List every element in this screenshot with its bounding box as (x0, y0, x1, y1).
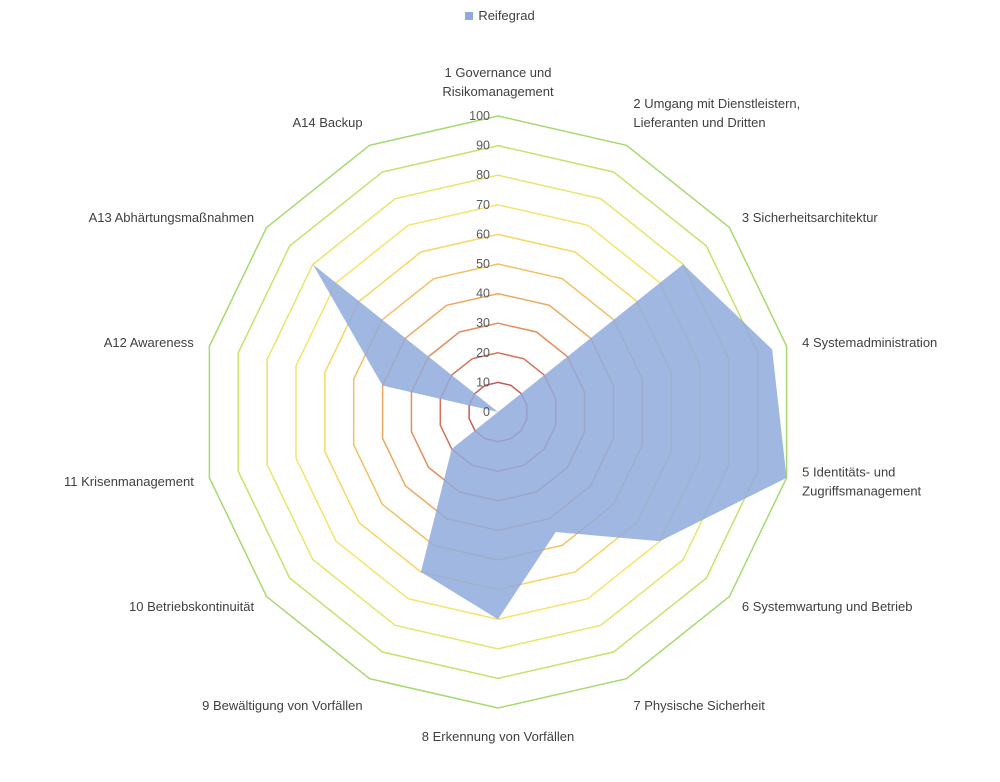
tick-label-60: 60 (476, 227, 490, 241)
category-label-9: 9 Bewältigung von Vorfällen (202, 698, 362, 713)
tick-label-90: 90 (476, 139, 490, 153)
category-label-6: 6 Systemwartung und Betrieb (742, 599, 913, 614)
tick-label-20: 20 (476, 346, 490, 360)
category-label-7: 7 Physische Sicherheit (633, 698, 765, 713)
category-label-10: 10 Betriebskontinuität (129, 599, 254, 614)
category-label-3: 3 Sicherheitsarchitektur (742, 210, 879, 225)
tick-label-50: 50 (476, 257, 490, 271)
category-label-2: 2 Umgang mit Dienstleistern,Lieferanten … (633, 96, 800, 130)
category-label-12: A12 Awareness (104, 335, 195, 350)
legend-label: Reifegrad (478, 8, 535, 23)
tick-label-80: 80 (476, 168, 490, 182)
tick-label-0: 0 (483, 405, 490, 419)
legend: Reifegrad (0, 8, 1000, 23)
grid-ring-90 (237, 144, 759, 680)
category-label-4: 4 Systemadministration (802, 335, 937, 350)
category-label-14: A14 Backup (293, 115, 363, 130)
tick-label-40: 40 (476, 287, 490, 301)
series-area (312, 263, 787, 620)
tick-label-70: 70 (476, 198, 490, 212)
category-label-11: 11 Krisenmanagement (64, 474, 194, 489)
category-label-13: A13 Abhärtungsmaßnahmen (89, 210, 255, 225)
legend-swatch (465, 12, 474, 20)
tick-label-100: 100 (469, 109, 490, 123)
tick-label-10: 10 (476, 375, 490, 389)
grid-ring-100 (208, 115, 788, 709)
category-label-8: 8 Erkennung von Vorfällen (422, 729, 575, 744)
radial-tick-labels: 0 10 20 30 40 50 60 70 80 90 100 (469, 109, 490, 419)
series-area-0 (312, 264, 787, 620)
tick-label-30: 30 (476, 316, 490, 330)
